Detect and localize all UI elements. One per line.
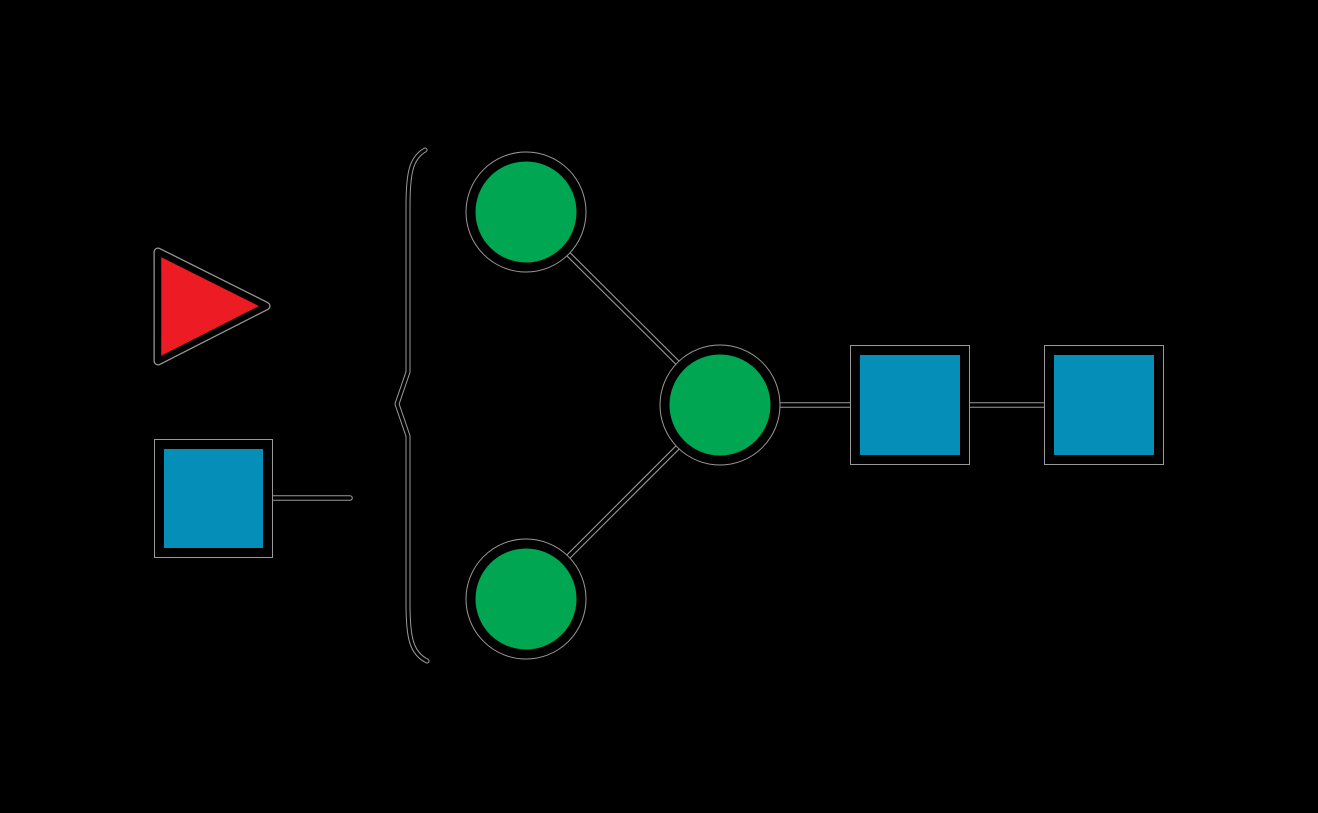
blue-square-left-glcnac <box>155 440 272 557</box>
curly-brace <box>395 148 429 663</box>
green-circle-bottom-mannose <box>466 539 586 659</box>
green-circle-middle-mannose <box>660 345 780 465</box>
green-circle-top-mannose <box>466 152 586 272</box>
blue-square-right-glcnac <box>1045 346 1163 464</box>
blue-square-middle-glcnac <box>851 346 969 464</box>
curly-brace-halo <box>394 147 430 664</box>
red-triangle-fucose <box>154 248 270 365</box>
